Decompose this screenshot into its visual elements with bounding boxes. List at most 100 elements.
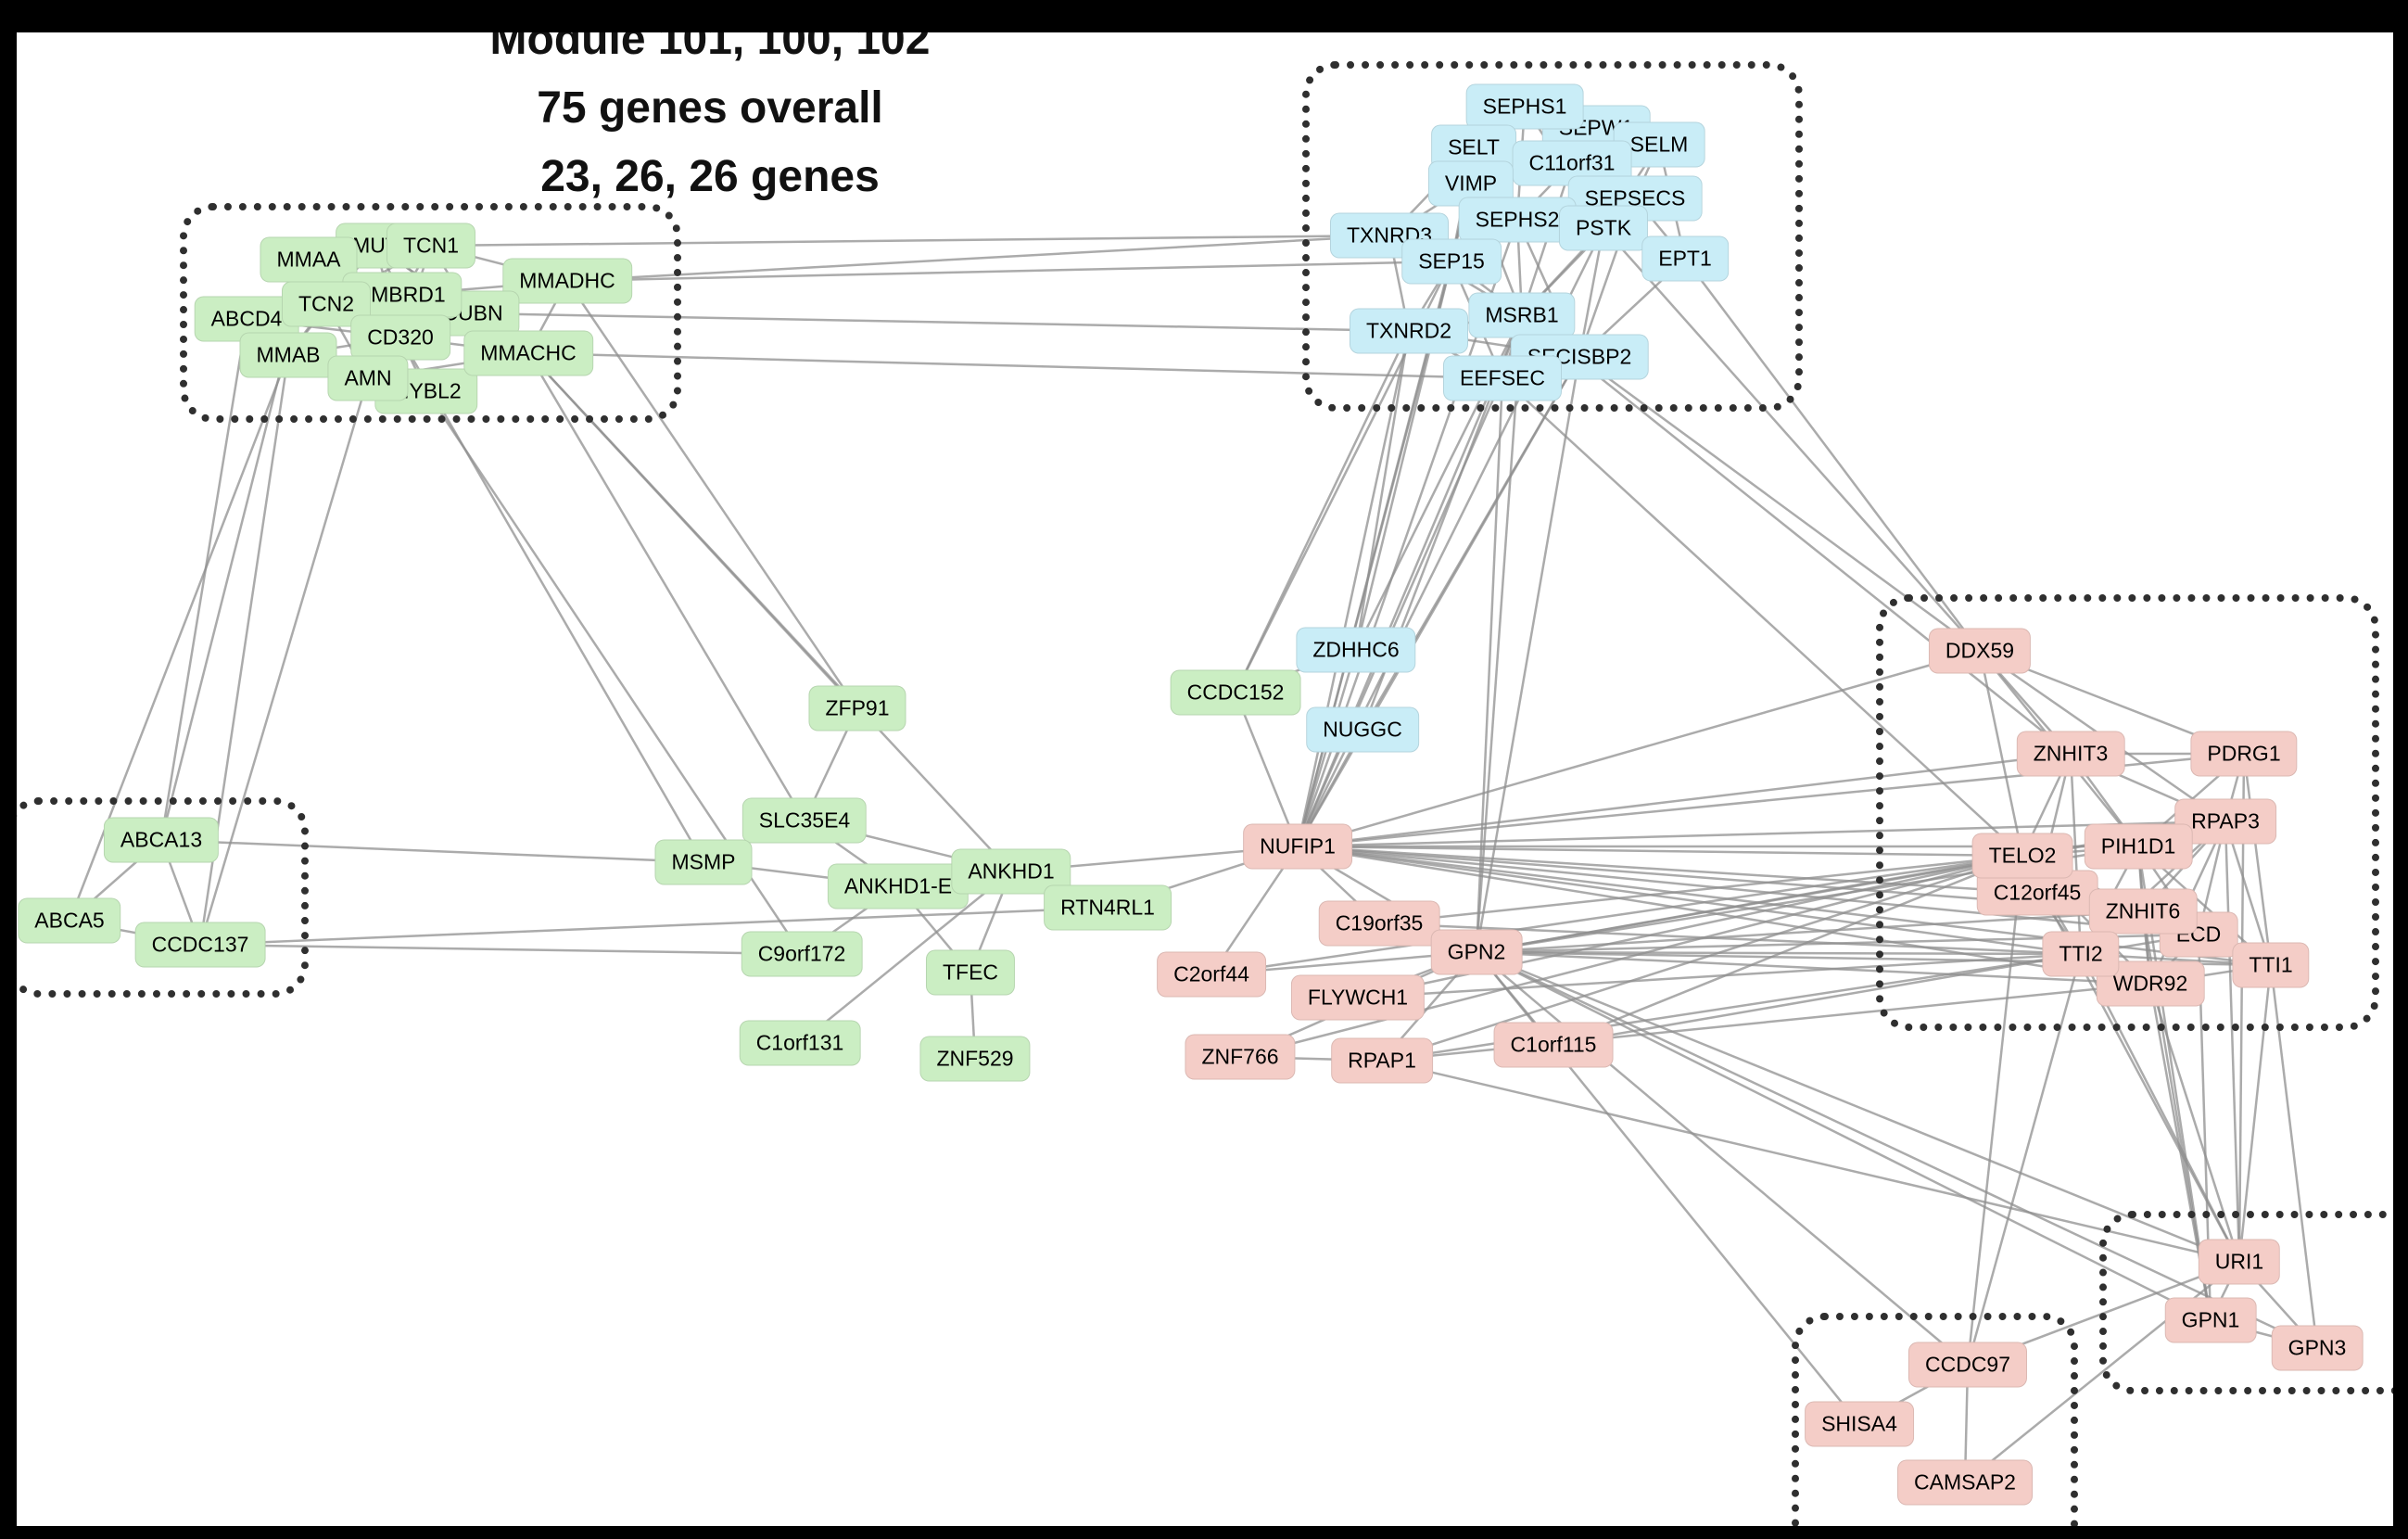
node-ZNHIT3[interactable]: ZNHIT3	[2016, 731, 2125, 777]
node-SEP15[interactable]: SEP15	[1401, 238, 1502, 285]
node-GPN1[interactable]: GPN1	[2164, 1297, 2257, 1343]
node-MSRB1[interactable]: MSRB1	[1468, 292, 1576, 338]
node-MMAB[interactable]: MMAB	[239, 332, 337, 378]
edge	[198, 377, 370, 946]
node-ZNF766[interactable]: ZNF766	[1185, 1034, 1296, 1080]
node-NUFIP1[interactable]: NUFIP1	[1243, 823, 1352, 870]
node-EPT1[interactable]: EPT1	[1641, 235, 1729, 282]
edge	[1297, 845, 2038, 895]
edge	[1476, 950, 2240, 1264]
node-C1orf115[interactable]: C1orf115	[1493, 1022, 1614, 1068]
edge	[566, 234, 1390, 283]
node-SLC35E4[interactable]: SLC35E4	[741, 797, 868, 844]
node-PIH1D1[interactable]: PIH1D1	[2084, 823, 2193, 870]
edge	[1297, 649, 1981, 848]
node-SHISA4[interactable]: SHISA4	[1805, 1401, 1914, 1447]
node-PDRG1[interactable]: PDRG1	[2190, 731, 2298, 777]
edge	[1297, 752, 2072, 848]
node-ANKHD1-E[interactable]: ANKHD1-E	[827, 863, 970, 909]
node-ZNF529[interactable]: ZNF529	[919, 1036, 1031, 1082]
edge	[799, 871, 1012, 1044]
node-CCDC137[interactable]: CCDC137	[134, 922, 266, 968]
edge	[1553, 952, 2082, 1047]
edge	[1684, 258, 1981, 652]
edge	[430, 234, 1390, 248]
node-CD320[interactable]: CD320	[350, 314, 450, 361]
node-RPAP3[interactable]: RPAP3	[2174, 798, 2276, 845]
node-ABCA5[interactable]: ABCA5	[18, 897, 121, 944]
edge	[1381, 854, 2023, 1062]
edge	[1475, 377, 1504, 953]
node-FLYWCH1[interactable]: FLYWCH1	[1290, 974, 1426, 1021]
node-TTI1[interactable]: TTI1	[2232, 942, 2310, 988]
edge	[1378, 854, 2023, 925]
edge	[1521, 314, 2072, 755]
edge	[1553, 854, 2023, 1047]
edge	[1978, 650, 2024, 857]
edge	[1966, 855, 2024, 1366]
node-SECISBP2[interactable]: SECISBP2	[1510, 334, 1649, 380]
edge	[199, 906, 1109, 947]
title-line-3: 23, 26, 26 genes	[540, 152, 880, 201]
node-NUGGC[interactable]: NUGGC	[1306, 706, 1419, 753]
network-canvas: Module 101, 100, 102 75 genes overall 23…	[17, 32, 2393, 1526]
edge	[1475, 356, 1581, 953]
edge	[1476, 909, 2144, 954]
node-MMACHC[interactable]: MMACHC	[463, 330, 593, 376]
node-ZDHHC6[interactable]: ZDHHC6	[1296, 627, 1416, 673]
node-TTI2[interactable]: TTI2	[2042, 931, 2120, 977]
node-CCDC97[interactable]: CCDC97	[1907, 1342, 2028, 1388]
node-EEFSEC[interactable]: EEFSEC	[1442, 355, 1563, 401]
edge	[527, 352, 1012, 872]
node-RPAP1[interactable]: RPAP1	[1331, 1037, 1433, 1084]
node-DDX59[interactable]: DDX59	[1928, 628, 2032, 674]
node-CCDC152[interactable]: CCDC152	[1170, 669, 1301, 716]
node-SEPHS1[interactable]: SEPHS1	[1465, 83, 1584, 130]
edge	[1297, 845, 2023, 858]
node-CAMSAP2[interactable]: CAMSAP2	[1897, 1459, 2033, 1506]
node-WDR92[interactable]: WDR92	[2096, 960, 2205, 1007]
node-PSTK[interactable]: PSTK	[1558, 205, 1649, 251]
edge	[565, 280, 859, 709]
pink-cluster-box	[1876, 594, 2379, 1031]
edge	[1297, 820, 2226, 848]
edge	[1476, 951, 1969, 1366]
node-RTN4RL1[interactable]: RTN4RL1	[1044, 884, 1172, 931]
edge	[1354, 330, 1411, 651]
node-MMADHC[interactable]: MMADHC	[502, 258, 632, 304]
node-TFEC[interactable]: TFEC	[925, 949, 1016, 996]
node-C9orf172[interactable]: C9orf172	[741, 931, 863, 977]
node-AMN[interactable]: AMN	[327, 355, 409, 401]
edge	[1378, 922, 2082, 956]
node-TCN1[interactable]: TCN1	[386, 223, 476, 269]
node-URI1[interactable]: URI1	[2198, 1239, 2281, 1285]
node-GPN3[interactable]: GPN3	[2271, 1325, 2364, 1371]
bottom-cluster-box	[1792, 1313, 2078, 1526]
node-SEPHS2[interactable]: SEPHS2	[1458, 197, 1577, 243]
node-ZNHIT6[interactable]: ZNHIT6	[2088, 888, 2198, 935]
edge	[1296, 377, 1504, 847]
node-TXNRD2[interactable]: TXNRD2	[1349, 308, 1469, 354]
edge	[1297, 845, 2082, 956]
blue-cluster-box	[1302, 61, 1803, 412]
edge	[199, 943, 803, 956]
node-MMAA[interactable]: MMAA	[260, 236, 358, 283]
node-C1orf131[interactable]: C1orf131	[739, 1020, 861, 1066]
edge	[1966, 953, 2083, 1366]
node-TELO2[interactable]: TELO2	[1971, 833, 2073, 879]
node-GPN2[interactable]: GPN2	[1430, 929, 1523, 975]
node-ABCA13[interactable]: ABCA13	[103, 817, 220, 863]
node-MSMP[interactable]: MSMP	[654, 839, 753, 885]
green-left-box	[17, 797, 309, 998]
node-ZFP91[interactable]: ZFP91	[808, 685, 906, 731]
network-stage: Module 101, 100, 102 75 genes overall 23…	[17, 32, 2393, 1526]
node-C2orf44[interactable]: C2orf44	[1157, 951, 1266, 998]
node-C19orf35[interactable]: C19orf35	[1318, 900, 1440, 947]
edge	[1502, 377, 2023, 857]
edge	[2069, 753, 2083, 955]
node-ANKHD1[interactable]: ANKHD1	[951, 848, 1071, 895]
edge	[1381, 1059, 2240, 1264]
edge	[1234, 330, 1411, 693]
edge	[472, 312, 1410, 333]
title-line-2: 75 genes overall	[537, 83, 883, 133]
